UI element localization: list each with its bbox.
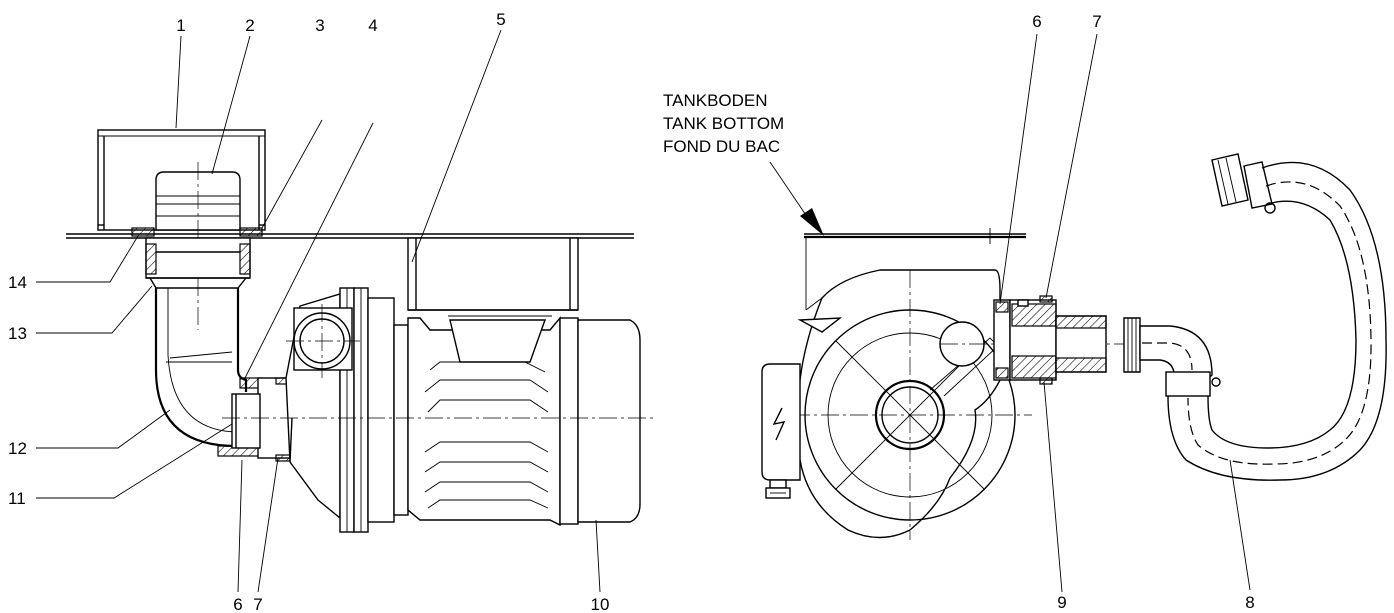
tank-label-fr: FOND DU BAC (663, 137, 780, 156)
tank-flange-left (131, 227, 263, 289)
hose-assembly (1123, 153, 1387, 481)
right-assembly-view: TANKBODEN TANK BOTTOM FOND DU BAC (663, 12, 1387, 612)
callout-8: 8 (1245, 593, 1254, 612)
tank-floor-plate-right (804, 228, 1026, 310)
right-leader-lines (999, 33, 1251, 593)
tank-bottom-label: TANKBODEN TANK BOTTOM FOND DU BAC (663, 91, 824, 236)
callout-6-left: 6 (233, 595, 242, 613)
callout-14: 14 (8, 273, 27, 292)
callout-7-right: 7 (1092, 12, 1101, 31)
union-coupling-right (993, 295, 1107, 385)
callout-1: 1 (176, 16, 185, 35)
callout-9: 9 (1057, 593, 1066, 612)
callout-4: 4 (368, 16, 377, 35)
arrowhead-icon (800, 208, 824, 236)
callout-7-left: 7 (253, 595, 262, 613)
callout-10: 10 (591, 595, 610, 613)
callout-11: 11 (8, 489, 26, 508)
suction-pipe-elbow (154, 288, 261, 457)
callout-3: 3 (315, 16, 324, 35)
lightning-bolt-icon (772, 407, 786, 441)
union-coupling-left (231, 377, 293, 462)
callout-13: 13 (8, 324, 27, 343)
callout-12: 12 (8, 439, 27, 458)
electrical-box (761, 363, 801, 499)
left-callouts: 1 2 3 4 5 14 13 12 11 6 7 10 (8, 10, 609, 613)
callout-5: 5 (496, 10, 505, 29)
terminal-box (407, 237, 579, 311)
callout-2: 2 (245, 16, 254, 35)
pump-body-left (285, 287, 409, 533)
tank-label-en: TANK BOTTOM (663, 114, 784, 133)
callout-6-right: 6 (1032, 12, 1041, 31)
left-leader-lines (36, 29, 601, 593)
left-assembly-view: 1 2 3 4 5 14 13 12 11 6 7 10 (8, 10, 654, 613)
strainer-insert (155, 162, 241, 330)
pump-volute-right (792, 269, 1140, 540)
motor (222, 315, 654, 527)
tank-label-de: TANKBODEN (663, 91, 768, 110)
right-callouts: 6 7 9 8 (1032, 12, 1254, 612)
